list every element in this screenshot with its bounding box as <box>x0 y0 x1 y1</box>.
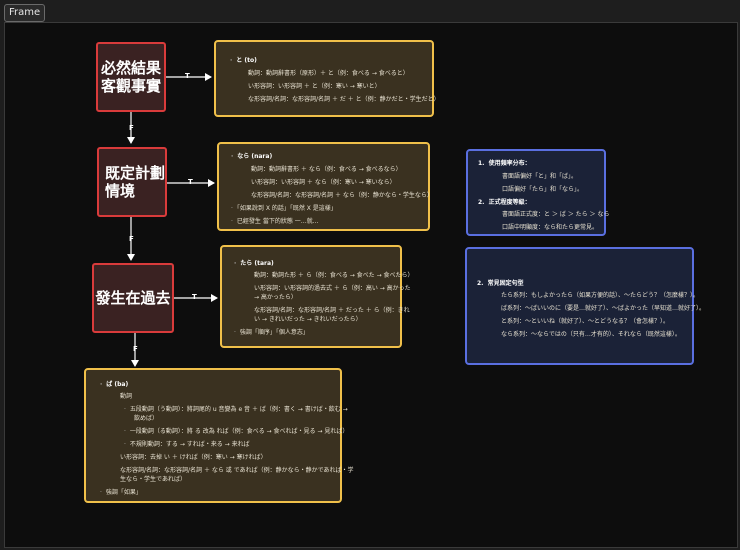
node-line: 發生在過去 <box>95 289 171 307</box>
edge-label-t: T <box>192 293 197 301</box>
card-usage-line: 口語偏好「たら」和「なら」。 <box>502 186 584 193</box>
card-ba-line: い形容詞：去掉 い ＋ ければ（例：寒い → 寒ければ） <box>120 454 267 461</box>
node-line: 客觀事實 <box>100 77 161 95</box>
card-nara-line: 動詞：動詞辭書形 ＋ なら（例：食べる → 食べるなら） <box>251 166 402 173</box>
card-to-heading: と (to) <box>230 56 257 65</box>
card-tara-line: → 高かったら） <box>254 294 297 301</box>
card-patterns-heading: 2. 常見固定句型 <box>477 280 524 287</box>
node-planned-situation[interactable]: 既定計劃 情境 <box>97 147 167 217</box>
node-past-occurrence[interactable]: 發生在過去 <box>92 263 174 333</box>
card-to[interactable]: と (to) 動詞：動詞辭書形（原形）＋ と（例：食べる → 食べると） い形容… <box>214 40 440 117</box>
card-ba-line: 飲めば） <box>134 415 159 422</box>
card-ba-line: 不規則動詞：する → すれば・来る → 来れば <box>124 440 250 449</box>
edge-label-f: F <box>129 124 134 132</box>
card-usage-item: 2. 正式程度等級： <box>478 199 531 206</box>
edge-label-t: T <box>185 72 190 80</box>
card-nara-line: い形容詞：い形容詞 ＋ なら（例：寒い → 寒いなら） <box>251 179 396 186</box>
card-usage-line: 書面語偏好「と」和「ば」。 <box>502 173 578 180</box>
card-nara-heading: なら (nara) <box>231 152 272 161</box>
card-nara-line: 已經發生 當下的狀態 一…就... <box>231 217 319 226</box>
card-to-line: 動詞：動詞辭書形（原形）＋ と（例：食べる → 食べると） <box>248 70 409 77</box>
edge-label-t: T <box>188 178 193 186</box>
card-patterns-line: ば系列：〜ばいいのに（要是…就好了）、〜ばよかった（早知道…就好了）。 <box>501 305 706 312</box>
card-nara-line: な形容詞/名詞：な形容詞/名詞 ＋ なら（例：静かなら・学生なら） <box>251 192 433 199</box>
card-tara-line: い → きれいだった → きれいだったら） <box>254 316 362 323</box>
card-ba-line: 一段動詞（る動詞）：將 る 改為 れば（例：食べる → 食べれば・見る → 見れ… <box>124 427 348 436</box>
card-to-line: な形容詞/名詞：な形容詞/名詞 ＋ だ ＋ と（例：静かだと・学生だと） <box>248 96 440 103</box>
card-nara[interactable]: なら (nara) 動詞：動詞辭書形 ＋ なら（例：食べる → 食べるなら） い… <box>217 142 433 231</box>
node-line: 必然結果 <box>100 59 161 77</box>
node-line: 情境 <box>105 182 136 200</box>
card-usage-line: 書面語正式度：と ＞ ば ＞ たら ＞ なら <box>502 211 610 218</box>
card-ba-line: な形容詞/名詞：な形容詞/名詞 ＋ なら 或 であれば（例：静かなら・静かであれ… <box>120 467 354 474</box>
edge-label-f: F <box>133 345 138 353</box>
card-usage-item: 1. 使用頻率分布： <box>478 160 531 167</box>
card-ba-line: 強調「如果」 <box>100 488 142 497</box>
card-to-line: い形容詞：い形容詞 ＋ と（例：寒い → 寒いと） <box>248 83 381 90</box>
card-ba-line: 五段動詞（う動詞）：將詞尾的 u 音變為 e 音 ＋ ば（例：書く → 書けば・… <box>124 405 348 414</box>
card-tara-line: い形容詞：い形容詞的過去式 ＋ ら（例：高い → 高かった <box>254 285 411 292</box>
card-usage-line: 口語中明顯度：なら和たら更常見。 <box>502 224 599 231</box>
card-patterns-line: と系列：〜といいね（就好了）、〜とどうなる？（會怎樣？）。 <box>501 318 670 325</box>
card-ba-line: 動詞 <box>120 393 133 400</box>
node-line: 既定計劃 <box>105 164 166 182</box>
node-inevitable-result[interactable]: 必然結果 客觀事實 <box>96 42 166 112</box>
card-ba-heading: ば (ba) <box>100 380 128 389</box>
card-tara-heading: たら (tara) <box>234 259 274 268</box>
card-patterns[interactable]: 2. 常見固定句型 たら系列：もしよかったら（如果方便的話）、〜たらどう？（怎麼… <box>465 247 705 365</box>
card-ba[interactable]: ば (ba) 動詞 五段動詞（う動詞）：將詞尾的 u 音變為 e 音 ＋ ば（例… <box>84 368 354 503</box>
card-tara[interactable]: たら (tara) 動詞：動詞た形 ＋ ら（例：食べる → 食べた → 食べたら… <box>220 245 414 348</box>
card-tara-line: な形容詞/名詞：な形容詞/名詞 ＋ だった ＋ ら（例：きれ <box>254 307 410 314</box>
card-ba-line: 生なら・学生であれば） <box>120 476 186 483</box>
card-tara-line: 強調「順序」「個人意志」 <box>234 328 309 337</box>
frame-label[interactable]: Frame <box>4 4 46 22</box>
edge-label-f: F <box>129 235 134 243</box>
card-patterns-line: たら系列：もしよかったら（如果方便的話）、〜たらどう？（怎麼樣？）。 <box>501 292 700 299</box>
card-tara-line: 動詞：動詞た形 ＋ ら（例：食べる → 食べた → 食べたら） <box>254 272 414 279</box>
card-usage[interactable]: 1. 使用頻率分布： 書面語偏好「と」和「ば」。 口語偏好「たら」和「なら」。 … <box>466 149 610 236</box>
card-patterns-line: なら系列：〜ならではの（只有…才有的）、それなら（既然這樣）。 <box>501 331 681 338</box>
card-nara-line: 「如果說到 X 的話」「既然 X 是這樣」 <box>231 204 337 213</box>
